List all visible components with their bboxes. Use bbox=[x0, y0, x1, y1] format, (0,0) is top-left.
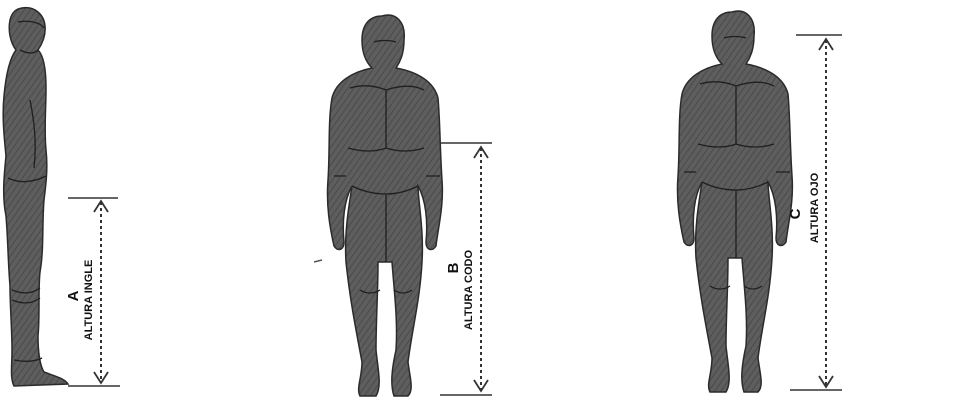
front-figure-b-silhouette bbox=[327, 15, 442, 396]
dimension-a: A ALTURA INGLE bbox=[65, 198, 120, 386]
figure-front-view-c bbox=[677, 11, 792, 392]
side-figure-silhouette bbox=[3, 8, 68, 386]
dimension-b: B ALTURA CODO bbox=[440, 143, 492, 395]
dimension-b-bottom-arrow bbox=[474, 380, 488, 391]
dimension-a-label: ALTURA INGLE bbox=[83, 260, 95, 341]
dimension-b-label: ALTURA CODO bbox=[463, 250, 475, 330]
dimension-c: C ALTURA OJO bbox=[787, 35, 842, 390]
front-figure-c-silhouette bbox=[677, 11, 792, 392]
figure-front-view-b bbox=[327, 15, 442, 396]
dimension-c-label: ALTURA OJO bbox=[809, 172, 821, 243]
dimension-b-letter: B bbox=[445, 262, 462, 273]
dimension-c-letter: C bbox=[787, 208, 804, 219]
dimension-a-letter: A bbox=[65, 290, 82, 301]
figure-side-view bbox=[3, 8, 68, 386]
stray-mark bbox=[314, 260, 322, 262]
